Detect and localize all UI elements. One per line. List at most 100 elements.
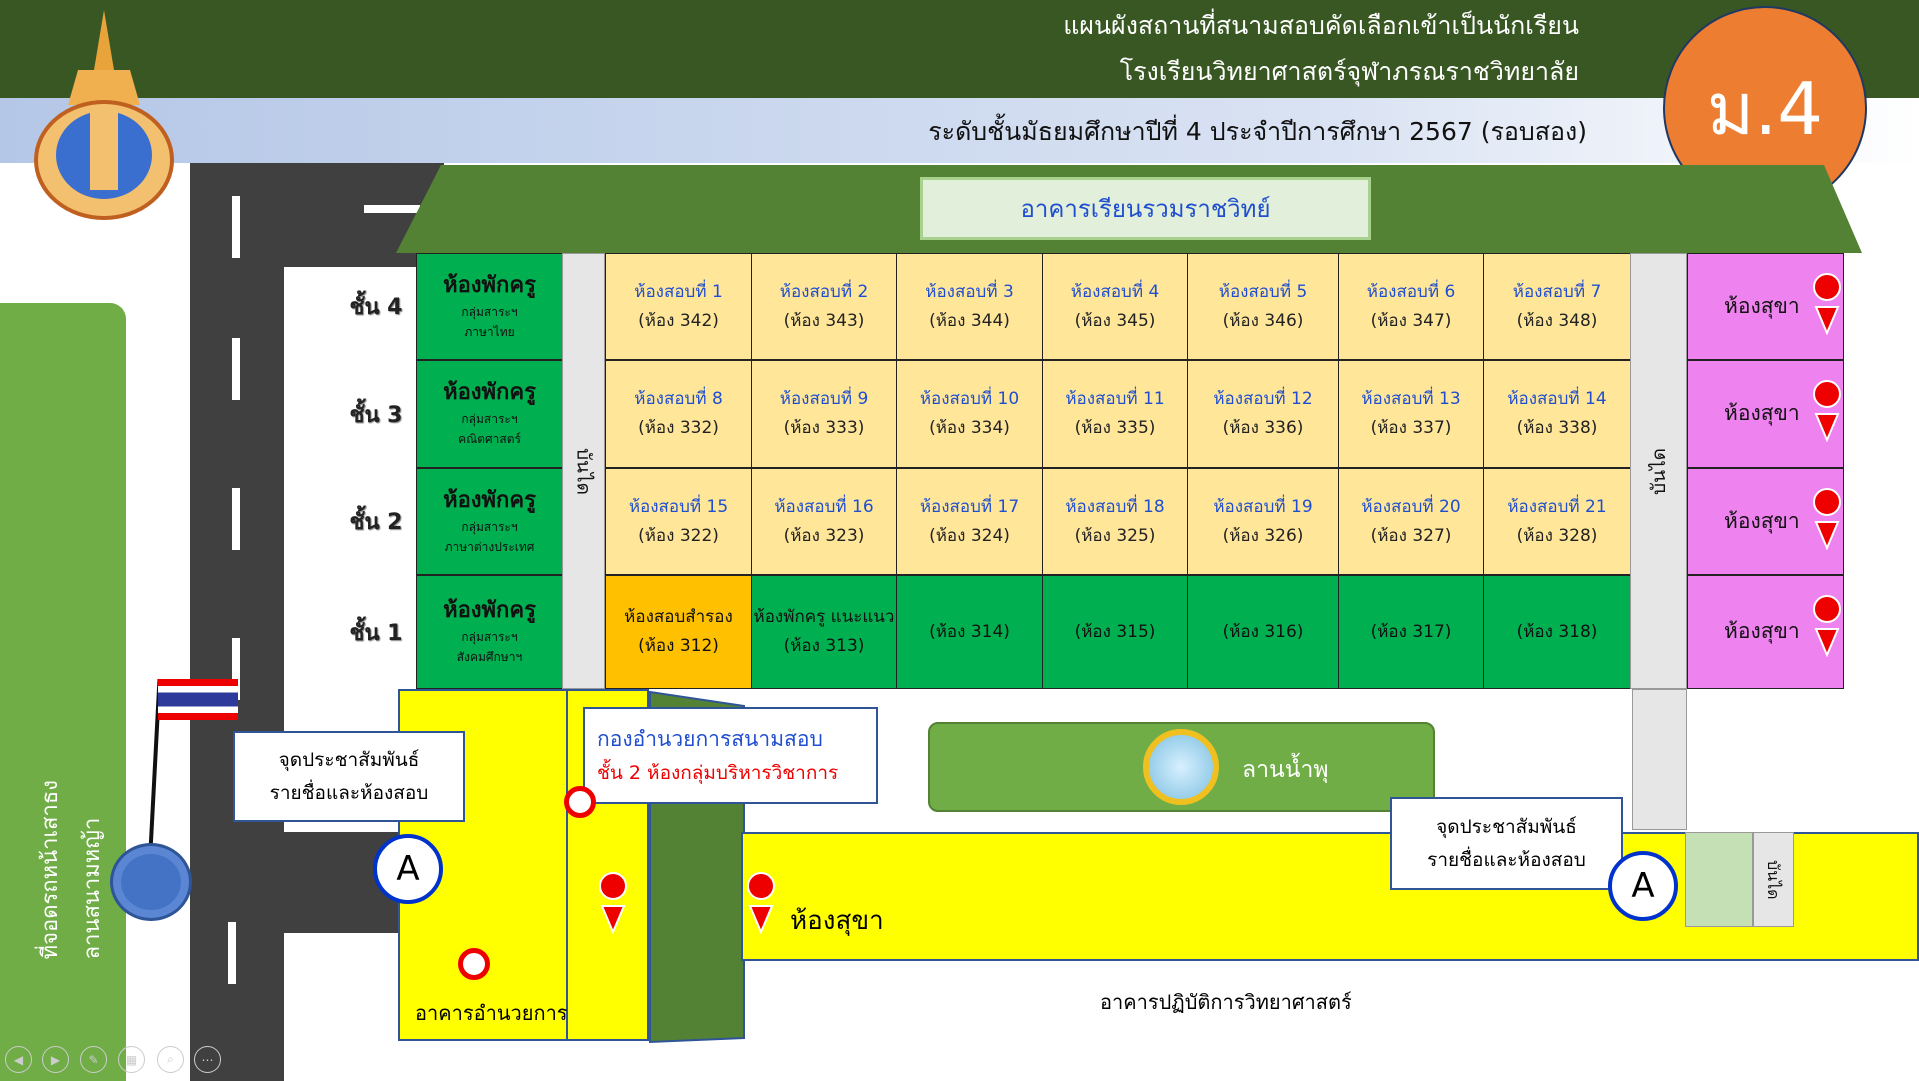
- room-number: (ห้อง 335): [1074, 418, 1156, 438]
- room-name: ห้องสอบที่ 9: [779, 389, 869, 410]
- restroom-label: ห้องสุขา: [1724, 619, 1800, 644]
- parking-lawn-label: ที่จอดรถหน้าเสาธงลานสนามหญ้า: [30, 780, 114, 959]
- room-number: (ห้อง 323): [783, 525, 865, 546]
- exam-room[interactable]: (ห้อง 316): [1187, 575, 1339, 689]
- stairs-label: บันได: [1647, 447, 1670, 495]
- exam-room[interactable]: ห้องสอบที่ 6(ห้อง 347): [1338, 253, 1484, 360]
- teacher-room-title: ห้องพักครู: [443, 598, 536, 624]
- teacher-room-title: ห้องพักครู: [443, 272, 536, 298]
- stairs-right: บันได: [1630, 253, 1687, 689]
- exam-room[interactable]: ห้องสอบที่ 16 (ห้อง 323): [751, 468, 897, 575]
- exam-room[interactable]: ห้องสอบที่ 4(ห้อง 345): [1042, 253, 1188, 360]
- exam-room[interactable]: ห้องสอบที่ 20(ห้อง 327): [1338, 468, 1484, 575]
- teacher-room: ห้องพักครูกลุ่มสาระฯภาษาไทย: [416, 253, 563, 360]
- exam-room[interactable]: ห้องสอบที่ 17(ห้อง 324): [896, 468, 1043, 575]
- teacher-room-group: กลุ่มสาระฯ: [461, 630, 518, 644]
- room-number: (ห้อง 317): [1370, 621, 1452, 642]
- room-number: (ห้อง 337): [1370, 418, 1452, 438]
- exam-room[interactable]: ห้องสอบที่ 1(ห้อง 342): [605, 253, 752, 360]
- room-number: (ห้อง 336): [1222, 418, 1304, 438]
- room-number: (ห้อง 334): [929, 418, 1010, 438]
- title-line-1: แผนผังสถานที่สนามสอบคัดเลือกเข้าเป็นนักเ…: [1063, 11, 1579, 40]
- exam-room[interactable]: ห้องสอบที่ 12 (ห้อง 336): [1187, 360, 1339, 468]
- teacher-room-subject: ภาษาไทย: [464, 324, 515, 339]
- admin-location-marker: [458, 948, 490, 980]
- hq-line-1: กองอำนวยการสนามสอบ: [597, 726, 823, 751]
- pr-line-2: รายชื่อและห้องสอบ: [1427, 848, 1586, 871]
- room-number: (ห้อง 332): [638, 418, 719, 438]
- room-number: (ห้อง 344): [929, 310, 1010, 331]
- exam-room[interactable]: (ห้อง 317): [1338, 575, 1484, 689]
- room-number: (ห้อง 328): [1516, 525, 1598, 546]
- next-slide-button[interactable]: ▶: [42, 1046, 69, 1073]
- exam-room[interactable]: (ห้อง 314): [896, 575, 1043, 689]
- restroom-pin-icon: [1813, 273, 1841, 335]
- exam-room[interactable]: ห้องสอบที่ 9 (ห้อง 333): [751, 360, 897, 468]
- pr-line-2: รายชื่อและห้องสอบ: [269, 781, 429, 804]
- room-name: ห้องสอบที่ 5: [1218, 281, 1308, 302]
- exam-room[interactable]: ห้องสอบที่ 3(ห้อง 344): [896, 253, 1043, 360]
- exam-room[interactable]: ห้องสอบที่ 13 (ห้อง 337): [1338, 360, 1484, 468]
- pen-tool-button[interactable]: ✎: [80, 1046, 107, 1073]
- pr-marker-text: A: [1631, 866, 1655, 906]
- school-logo: [34, 10, 174, 220]
- stairs-left: บันได: [562, 253, 605, 689]
- exam-room[interactable]: ห้องสอบที่ 14(ห้อง 338): [1483, 360, 1631, 468]
- room-name: ห้องสอบที่ 13: [1361, 389, 1461, 410]
- exam-room[interactable]: (ห้อง 318): [1483, 575, 1631, 689]
- room-name: ห้องสอบที่ 16: [774, 496, 874, 517]
- exam-room[interactable]: ห้องพักครู แนะแนว(ห้อง 313): [751, 575, 897, 689]
- room-name: ห้องสอบที่ 2: [779, 281, 869, 302]
- teacher-room-title: ห้องพักครู: [443, 487, 536, 513]
- exam-room[interactable]: ห้องสอบที่ 21(ห้อง 328): [1483, 468, 1631, 575]
- exam-room[interactable]: ห้องสอบที่ 19(ห้อง 326): [1187, 468, 1339, 575]
- exam-room[interactable]: ห้องสอบที่ 10 (ห้อง 334): [896, 360, 1043, 468]
- header-band: [0, 0, 1919, 98]
- teacher-room: ห้องพักครูกลุ่มสาระฯภาษาต่างประเทศ: [416, 468, 563, 575]
- teacher-room-subject: คณิตศาสตร์: [458, 432, 521, 447]
- room-number: (ห้อง 318): [1516, 621, 1598, 642]
- admin-building-label: อาคารอำนวยการ: [415, 1001, 568, 1025]
- room-number: (ห้อง 347): [1370, 310, 1452, 331]
- building-name: อาคารเรียนรวมราชวิทย์: [920, 177, 1371, 240]
- restroom: ห้องสุขา: [1687, 253, 1844, 360]
- restroom-pin-icon: [747, 872, 775, 934]
- restroom-pin-icon: [599, 872, 627, 934]
- building-name-text: อาคารเรียนรวมราชวิทย์: [1020, 195, 1271, 223]
- prev-slide-button[interactable]: ◀: [5, 1046, 32, 1073]
- room-number: (ห้อง 324): [929, 525, 1010, 546]
- exam-room[interactable]: ห้องสอบที่ 18 (ห้อง 325): [1042, 468, 1188, 575]
- restroom-pin-icon: [1813, 595, 1841, 657]
- exam-room[interactable]: ห้องสอบที่ 15(ห้อง 322): [605, 468, 752, 575]
- restroom-label: ห้องสุขา: [1724, 293, 1800, 318]
- pr-line-1: จุดประชาสัมพันธ์: [1436, 816, 1577, 839]
- room-name: ห้องสอบที่ 12: [1213, 389, 1313, 410]
- science-building-label: อาคารปฏิบัติการวิทยาศาสตร์: [1100, 990, 1352, 1014]
- exam-room[interactable]: ห้องสอบที่ 11(ห้อง 335): [1042, 360, 1188, 468]
- floor-label: ชั้น 4: [349, 295, 403, 320]
- exam-room[interactable]: (ห้อง 315): [1042, 575, 1188, 689]
- exam-room[interactable]: ห้องสอบที่ 8(ห้อง 332): [605, 360, 752, 468]
- exam-room[interactable]: ห้องสอบที่ 7(ห้อง 348): [1483, 253, 1631, 360]
- exam-room[interactable]: ห้องสอบที่ 5(ห้อง 346): [1187, 253, 1339, 360]
- room-number: (ห้อง 333): [783, 418, 865, 438]
- room-number: (ห้อง 316): [1222, 621, 1304, 642]
- room-number: (ห้อง 325): [1074, 525, 1156, 546]
- slides-view-button[interactable]: ▦: [118, 1046, 145, 1073]
- room-name: ห้องสอบที่ 10: [919, 389, 1020, 410]
- teacher-room-title: ห้องพักครู: [443, 380, 536, 406]
- thai-flag-icon: [158, 679, 238, 720]
- stairs-label: บันได: [572, 447, 595, 495]
- room-number: (ห้อง 345): [1074, 310, 1156, 331]
- room-name: ห้องสอบที่ 18: [1065, 496, 1165, 517]
- more-options-button[interactable]: ⋯: [194, 1046, 221, 1073]
- room-number: (ห้อง 314): [929, 621, 1010, 642]
- zoom-button[interactable]: ⌕: [157, 1046, 184, 1073]
- room-name: ห้องสอบสำรอง: [624, 607, 733, 628]
- exam-room[interactable]: ห้องสอบสำรอง(ห้อง 312): [605, 575, 752, 689]
- room-number: (ห้อง 342): [638, 310, 719, 331]
- exam-room[interactable]: ห้องสอบที่ 2(ห้อง 343): [751, 253, 897, 360]
- stairs-label: บันได: [1764, 859, 1783, 900]
- teacher-room-group: กลุ่มสาระฯ: [461, 412, 518, 426]
- flagpole-base: [110, 843, 192, 921]
